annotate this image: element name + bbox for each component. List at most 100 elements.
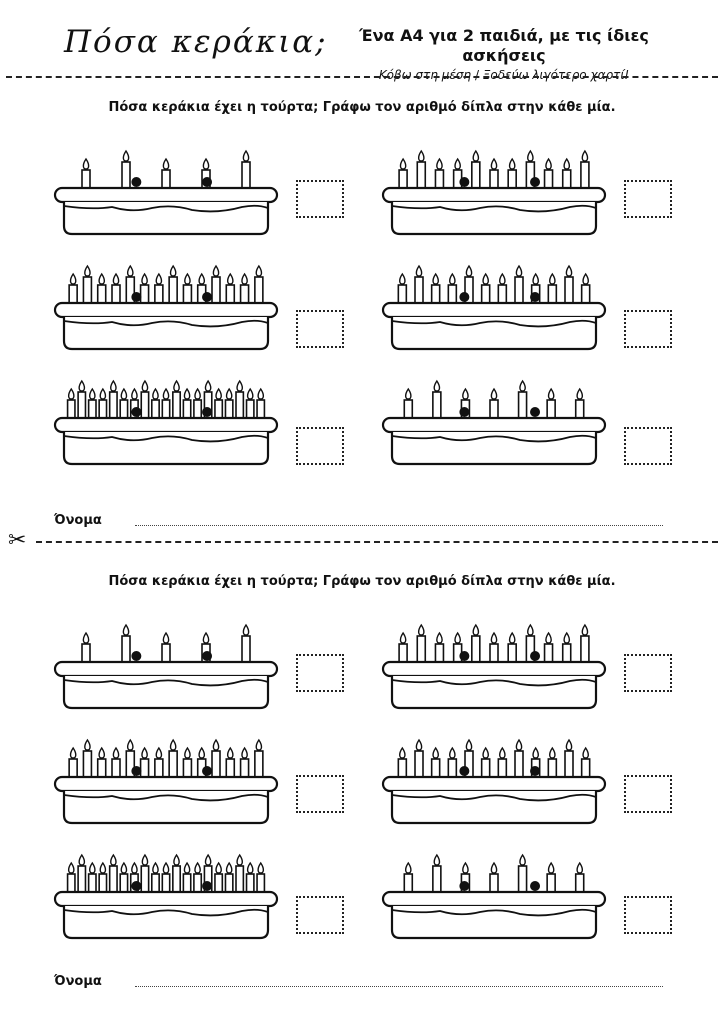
candle [432, 853, 442, 893]
top-dashed-divider [6, 76, 718, 78]
answer-box-3[interactable] [296, 775, 344, 813]
candle [447, 272, 458, 304]
candle [77, 379, 87, 419]
candle [245, 861, 255, 893]
candle [547, 272, 558, 304]
decoration-dot [530, 766, 541, 776]
instruction-text: Πόσα κεράκια έχει η τούρτα; Γράφω τον αρ… [108, 574, 616, 589]
decoration-dot [131, 177, 142, 187]
header-sub-left: Κόβω στη μέση [378, 68, 472, 82]
name-line[interactable] [135, 525, 663, 526]
cake-frosting [381, 890, 607, 908]
candle [489, 861, 499, 893]
answer-box-3[interactable] [296, 310, 344, 348]
candle [108, 379, 118, 419]
instruction-text: Πόσα κεράκια έχει η τούρτα; Γράφω τον αρ… [108, 100, 616, 115]
answer-box-4[interactable] [624, 775, 672, 813]
cake-1 [53, 623, 279, 710]
header-sub-separator: / [471, 68, 483, 82]
candle [68, 746, 78, 778]
candle [121, 623, 131, 663]
candle [68, 272, 78, 304]
candle [211, 264, 221, 304]
header-main-text: Ένα Α4 για 2 παιδιά, με τις ίδιες ασκήσε… [359, 26, 649, 65]
candle [497, 746, 508, 778]
candle [121, 149, 131, 189]
header-note: Ένα Α4 για 2 παιδιά, με τις ίδιες ασκήσε… [324, 26, 684, 82]
answer-box-6[interactable] [624, 896, 672, 934]
cake-1 [53, 149, 279, 236]
candle [239, 272, 250, 304]
cake-frosting [53, 186, 279, 204]
candle [434, 631, 445, 663]
cake-body [390, 906, 598, 940]
cake-body [62, 906, 270, 940]
answer-box-5[interactable] [296, 896, 344, 934]
candle [81, 631, 91, 663]
candle [66, 861, 76, 893]
candle [140, 853, 150, 893]
name-label: Όνομα [54, 513, 102, 528]
candle [139, 272, 150, 304]
candle [214, 861, 224, 893]
candle [182, 272, 193, 304]
answer-box-1[interactable] [296, 180, 344, 218]
candle [580, 746, 591, 778]
decoration-dot [530, 881, 541, 891]
answer-box-1[interactable] [296, 654, 344, 692]
cake-frosting [53, 660, 279, 678]
candle [414, 738, 424, 778]
candle [82, 264, 93, 304]
candle [193, 387, 203, 419]
candle [514, 738, 524, 778]
candle [168, 264, 178, 304]
answer-box-2[interactable] [624, 654, 672, 692]
candle [489, 387, 499, 419]
candle [235, 853, 245, 893]
cake-drip [63, 908, 269, 917]
decoration-dot [459, 881, 470, 891]
candle [430, 746, 441, 778]
candle [397, 272, 408, 304]
header-subtext: Κόβω στη μέση / Ξοδεύω λιγότερο χαρτί! [324, 68, 684, 82]
candle [430, 272, 441, 304]
cake-drip [391, 793, 597, 802]
decoration-dot [459, 177, 470, 187]
decoration-dot [131, 651, 142, 661]
cake-drip [63, 319, 269, 328]
candle [96, 272, 107, 304]
cake-body [390, 432, 598, 466]
decoration-dot [202, 177, 213, 187]
candle [543, 157, 554, 189]
cake-body [62, 791, 270, 825]
candle [497, 272, 508, 304]
answer-box-5[interactable] [296, 427, 344, 465]
candle [489, 631, 499, 663]
answer-box-6[interactable] [624, 427, 672, 465]
cake-6 [381, 853, 607, 940]
candle [140, 379, 150, 419]
candle [239, 746, 250, 778]
cut-line [36, 541, 718, 543]
cake-5 [53, 379, 279, 466]
cake-4 [381, 264, 607, 351]
answer-box-2[interactable] [624, 180, 672, 218]
candle [517, 853, 528, 893]
candle [203, 853, 213, 893]
candle [561, 631, 572, 663]
candle [241, 623, 251, 663]
decoration-dot [202, 292, 213, 302]
candle [77, 853, 87, 893]
scissors-icon: ✂ [8, 528, 27, 553]
candle [414, 264, 424, 304]
header-sub-right: Ξοδεύω λιγότερο χαρτί! [482, 68, 630, 82]
candle [82, 738, 93, 778]
candle [87, 387, 97, 419]
candle [574, 387, 585, 419]
candle [119, 861, 129, 893]
candle [224, 387, 234, 419]
name-line[interactable] [135, 986, 663, 987]
candle [235, 379, 245, 419]
candle [416, 623, 427, 663]
answer-box-4[interactable] [624, 310, 672, 348]
